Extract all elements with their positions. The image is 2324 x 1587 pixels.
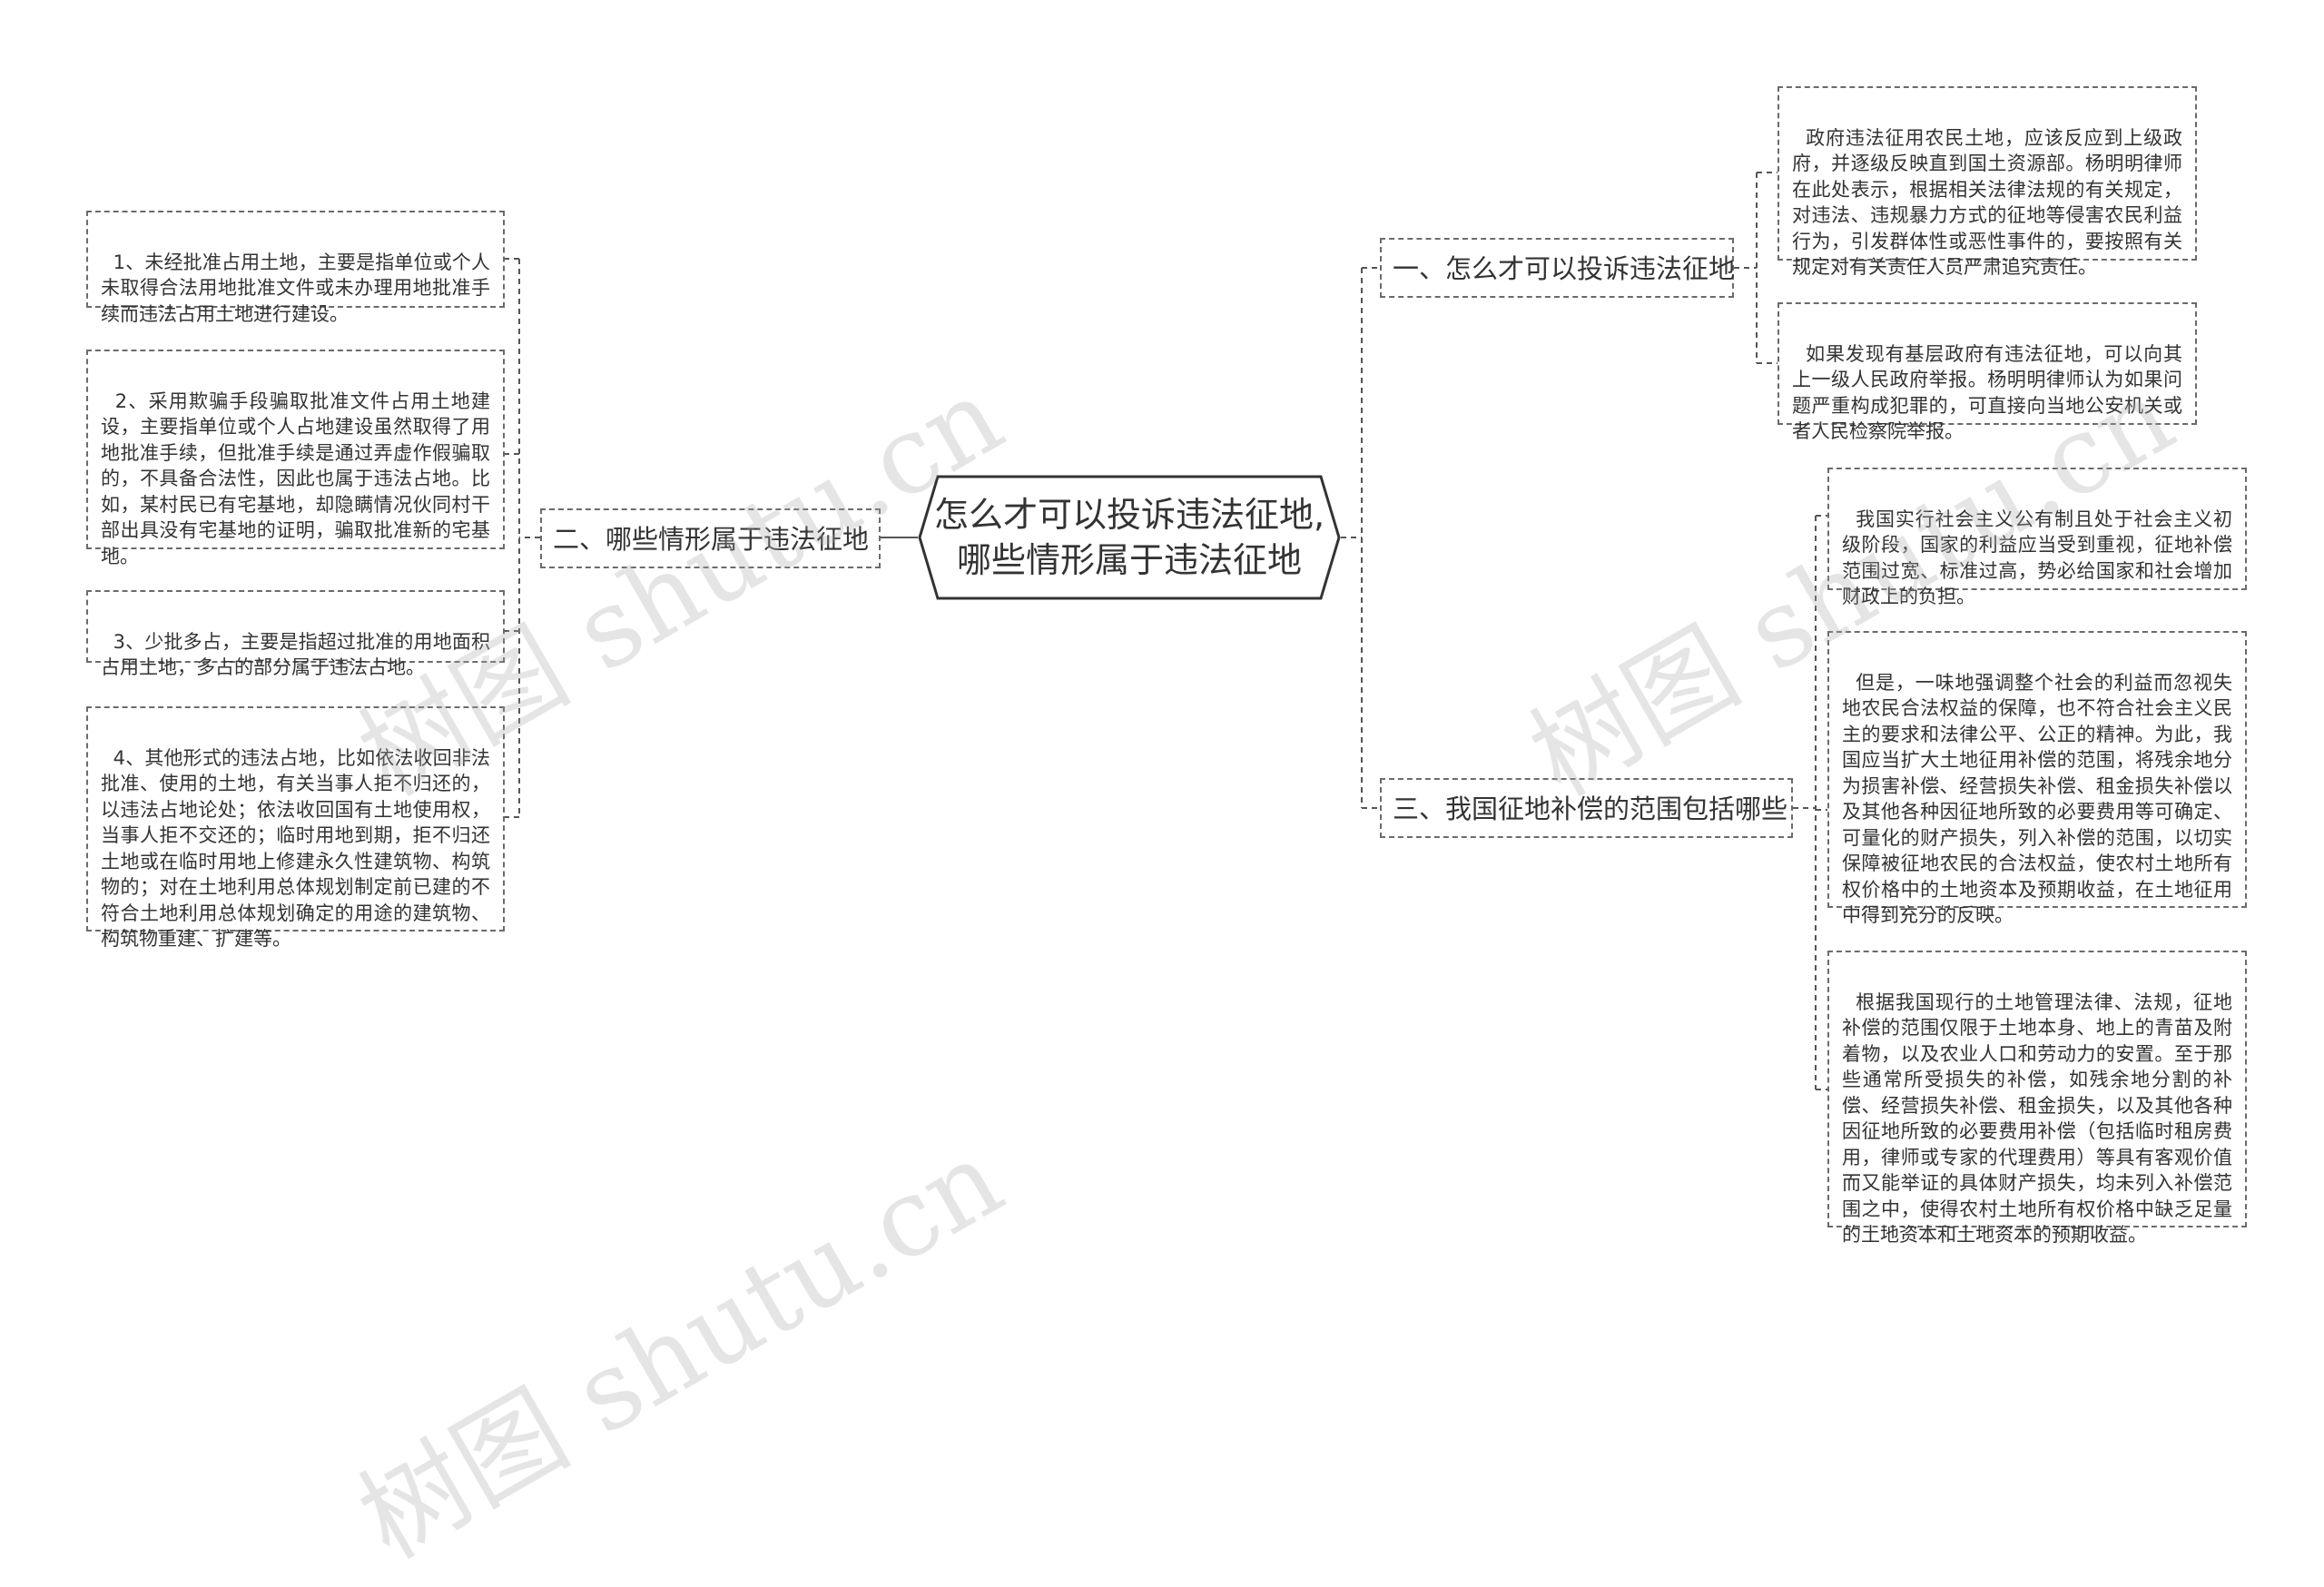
leaf-b2-1-text: 1、未经批准占用土地，主要是指单位或个人未取得合法用地批准文件或未办理用地批准手…: [101, 251, 490, 325]
leaf-b1-2[interactable]: 如果发现有基层政府有违法征地，可以向其上一级人民政府举报。杨明明律师认为如果问题…: [1777, 302, 2197, 442]
leaf-b2-4[interactable]: 4、其他形式的违法占地，比如依法收回非法批准、使用的土地，有关当事人拒不归还的，…: [86, 706, 505, 950]
center-hexagon-shape: [918, 475, 1341, 600]
leaf-b3-1-text: 我国实行社会主义公有制且处于社会主义初级阶段，国家的利益应当受到重视，征地补偿范…: [1842, 508, 2232, 608]
leaf-b1-1[interactable]: 政府违法征用农民土地，应该反应到上级政府，并逐级反映直到国土资源部。杨明明律师在…: [1777, 86, 2197, 278]
branch-1-label: 一、怎么才可以投诉违法征地: [1393, 253, 1736, 284]
branch-2-illegal-cases[interactable]: 二、哪些情形属于违法征地: [540, 508, 881, 568]
leaf-b1-1-text: 政府违法征用农民土地，应该反应到上级政府，并逐级反映直到国土资源部。杨明明律师在…: [1792, 126, 2182, 279]
branch-2-label: 二、哪些情形属于违法征地: [553, 524, 870, 555]
leaf-b2-1[interactable]: 1、未经批准占用土地，主要是指单位或个人未取得合法用地批准文件或未办理用地批准手…: [86, 211, 505, 325]
branch-1-how-to-complain[interactable]: 一、怎么才可以投诉违法征地: [1380, 238, 1736, 298]
branch-3-compensation-scope[interactable]: 三、我国征地补偿的范围包括哪些: [1380, 778, 1793, 838]
leaf-b2-4-text: 4、其他形式的违法占地，比如依法收回非法批准、使用的土地，有关当事人拒不归还的，…: [101, 746, 490, 951]
leaf-b3-2-text: 但是，一味地强调整个社会的利益而忽视失地农民合法权益的保障，也不符合社会主义民主…: [1842, 671, 2232, 927]
leaf-b2-2[interactable]: 2、采用欺骗手段骗取批准文件占用土地建设，主要指单位或个人占地建设虽然取得了用地…: [86, 350, 505, 567]
leaf-b2-2-text: 2、采用欺骗手段骗取批准文件占用土地建设，主要指单位或个人占地建设虽然取得了用地…: [101, 389, 490, 567]
center-topic-text: 怎么才可以投诉违法征地, 哪些情形属于违法征地: [933, 495, 1325, 580]
leaf-b1-2-text: 如果发现有基层政府有违法征地，可以向其上一级人民政府举报。杨明明律师认为如果问题…: [1792, 342, 2182, 443]
branch-3-label: 三、我国征地补偿的范围包括哪些: [1393, 794, 1788, 824]
connector-lines: [505, 172, 1827, 1090]
leaf-b3-2[interactable]: 但是，一味地强调整个社会的利益而忽视失地农民合法权益的保障，也不符合社会主义民主…: [1827, 631, 2247, 926]
leaf-b3-3[interactable]: 根据我国现行的土地管理法律、法规，征地补偿的范围仅限于土地本身、地上的青苗及附着…: [1827, 951, 2247, 1246]
leaf-b2-3[interactable]: 3、少批多占，主要是指超过批准的用地面积占用土地，多占的部分属于违法占地。: [86, 590, 505, 678]
center-topic[interactable]: 怎么才可以投诉违法征地, 哪些情形属于违法征地: [918, 475, 1341, 600]
leaf-b2-3-text: 3、少批多占，主要是指超过批准的用地面积占用土地，多占的部分属于违法占地。: [101, 630, 490, 679]
leaf-b3-3-text: 根据我国现行的土地管理法律、法规，征地补偿的范围仅限于土地本身、地上的青苗及附着…: [1842, 991, 2232, 1247]
leaf-b3-1[interactable]: 我国实行社会主义公有制且处于社会主义初级阶段，国家的利益应当受到重视，征地补偿范…: [1827, 468, 2247, 607]
